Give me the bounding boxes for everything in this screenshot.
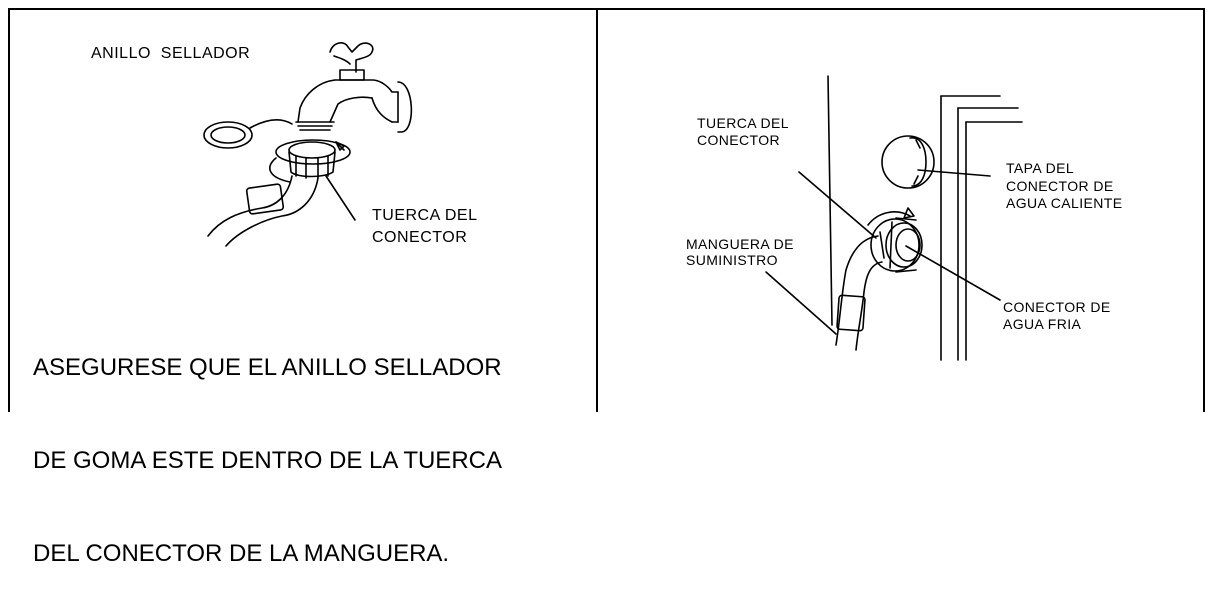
label-cold-connector-line1: CONECTOR DE <box>1003 299 1111 315</box>
label-hot-cap-line1: TAPA DEL <box>1006 160 1075 176</box>
label-supply-hose-line2: SUMINISTRO <box>686 252 778 268</box>
label-connector-nut-line1: TUERCA DEL <box>372 207 478 224</box>
note-line-3: DEL CONECTOR DE LA MANGUERA. <box>33 540 450 567</box>
hot-water-cap <box>881 135 935 189</box>
faucet-illustration <box>295 42 413 133</box>
supply-hose <box>835 235 883 351</box>
connector-nut-illustration <box>269 139 351 183</box>
label-connector-nut-r-line2: CONECTOR <box>697 132 781 148</box>
wall-lines <box>827 75 1023 361</box>
leader-line <box>325 175 356 221</box>
label-connector-nut-line2: CONECTOR <box>372 229 468 246</box>
label-supply-hose-line1: MANGUERA DE <box>686 236 794 252</box>
note-line-1: ASEGURESE QUE EL ANILLO SELLADOR <box>33 354 502 381</box>
right-leader-lines <box>765 169 1001 335</box>
diagram-frame <box>8 8 1205 412</box>
panel-divider <box>596 8 598 412</box>
sealing-ring-illustration <box>203 119 293 149</box>
label-hot-cap-line2: CONECTOR DE <box>1006 178 1114 194</box>
label-connector-nut-r-line1: TUERCA DEL <box>697 115 789 131</box>
label-sealing-ring: ANILLO SELLADOR <box>91 45 251 62</box>
label-cold-connector-line2: AGUA FRIA <box>1003 316 1082 332</box>
diagram-illustration <box>203 42 1023 361</box>
hose-illustration <box>207 175 319 247</box>
note-line-2: DE GOMA ESTE DENTRO DE LA TUERCA <box>33 447 502 474</box>
label-hot-cap-line3: AGUA CALIENTE <box>1006 195 1123 211</box>
instruction-note: ASEGURESE QUE EL ANILLO SELLADOR DE GOMA… <box>33 290 502 600</box>
cold-water-connector <box>867 207 923 273</box>
